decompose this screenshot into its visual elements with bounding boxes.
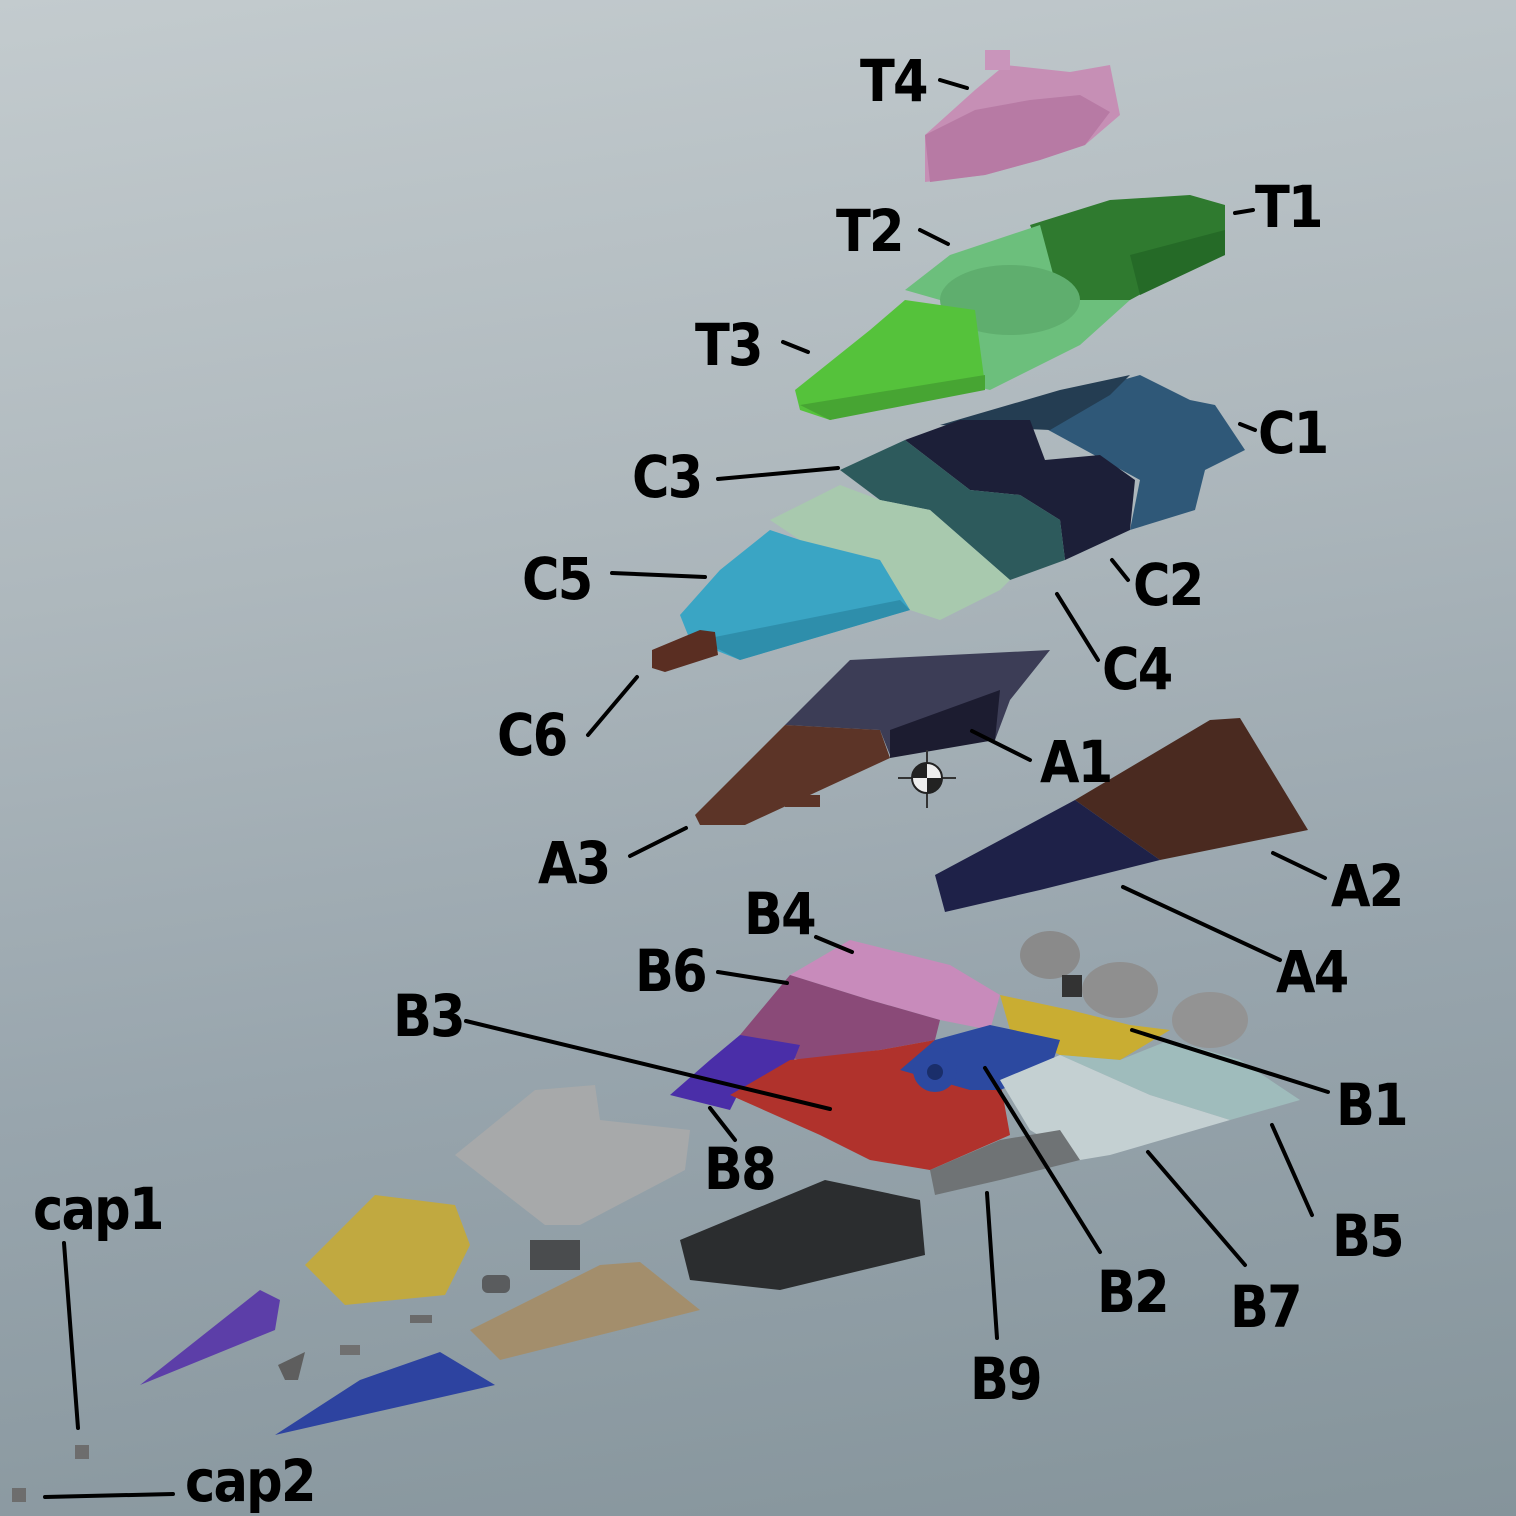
label-c3: C3 [632,443,703,511]
part-t1 [1030,195,1225,300]
part-purple-wing [140,1290,280,1385]
label-b3: B3 [393,982,466,1050]
label-c5: C5 [522,545,593,613]
part-cap1 [75,1445,89,1459]
label-b5: B5 [1332,1202,1405,1270]
label-c4: C4 [1102,635,1173,703]
part-black-block [680,1180,925,1290]
part-b9 [930,1130,1080,1195]
part-c5 [680,530,910,660]
label-b9: B9 [970,1345,1043,1413]
part-tan-wing [470,1262,700,1360]
part-t3 [795,300,985,420]
label-c6: C6 [497,701,568,769]
label-c1: C1 [1258,399,1329,467]
label-a1: A1 [1040,728,1113,796]
label-a4: A4 [1276,938,1349,1006]
part-a3 [695,725,890,825]
part-b5 [1060,1040,1300,1120]
part-c4 [770,485,1010,620]
label-b8: B8 [704,1135,777,1203]
part-t4 [925,50,1120,182]
label-c2: C2 [1133,551,1204,619]
label-a2: A2 [1331,852,1404,920]
part-gray-block [455,1085,690,1225]
part-a2 [1075,718,1308,860]
label-b1: B1 [1336,1071,1409,1139]
label-b7: B7 [1230,1273,1303,1341]
label-a3: A3 [538,829,611,897]
leader-lines [43,78,1330,1499]
part-yellow-block [305,1195,470,1305]
part-c3 [840,440,1065,580]
part-cap2 [12,1488,26,1502]
label-b4: B4 [744,880,817,948]
label-cap1: cap1 [33,1175,164,1243]
part-a4 [935,800,1160,912]
label-t1: T1 [1255,173,1324,241]
part-c2 [905,420,1135,560]
part-small-hardware [278,1240,580,1380]
part-b6 [740,975,940,1060]
center-of-mass-icon [898,750,956,808]
label-b2: B2 [1097,1258,1170,1326]
label-t2: T2 [836,197,905,265]
part-c6 [652,630,718,672]
label-cap2: cap2 [185,1447,316,1515]
label-t3: T3 [695,311,764,379]
label-t4: T4 [860,47,929,115]
part-b8 [670,1035,800,1110]
part-b4 [790,940,1000,1030]
part-b-engines [1020,931,1248,1048]
part-blue-wing [275,1352,495,1435]
part-c1 [940,375,1245,530]
label-b6: B6 [635,937,708,1005]
part-a1 [785,650,1050,758]
